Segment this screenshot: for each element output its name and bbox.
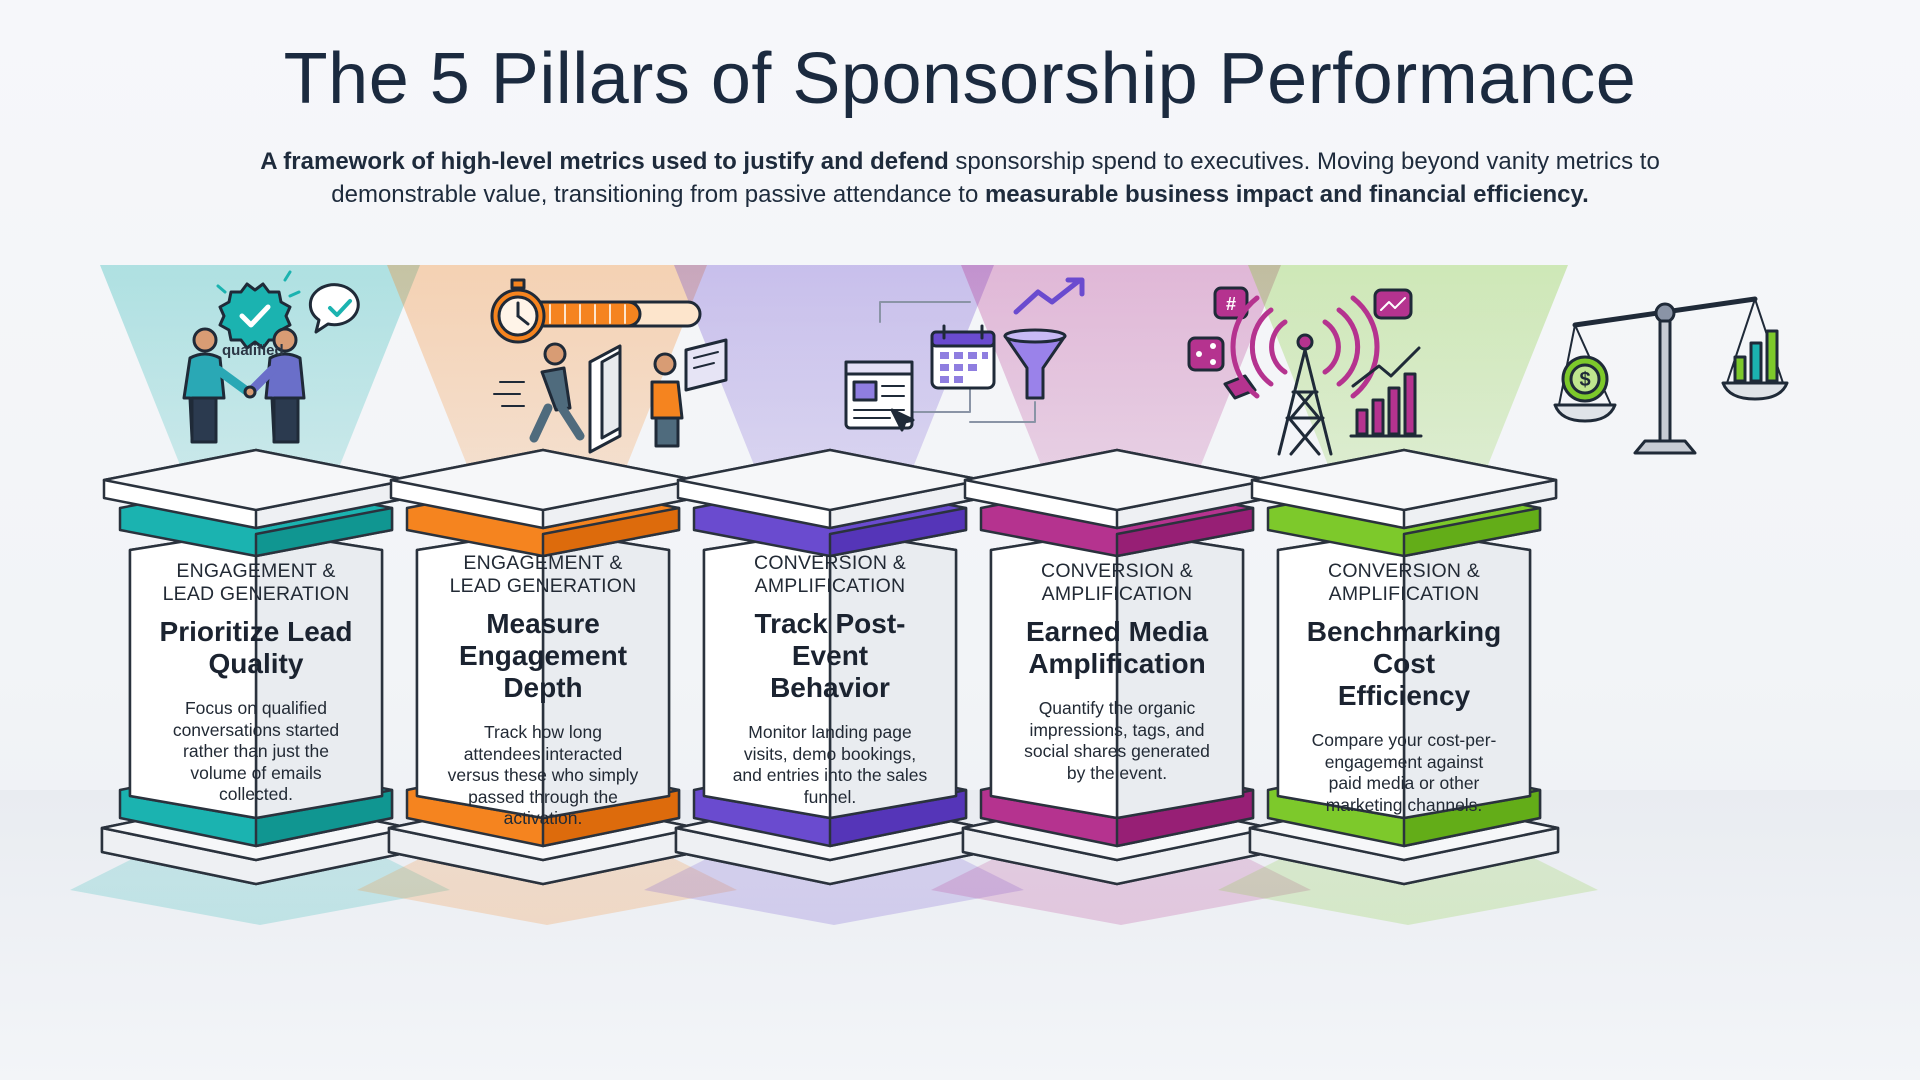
pillar-heading: Track Post-Event Behavior — [754, 608, 906, 703]
pillar-description: Track how long attendees interacted vers… — [447, 722, 639, 828]
pillar-description: Compare your cost-per-engagement against… — [1311, 730, 1497, 815]
pillar-structure — [961, 448, 1273, 886]
pillar-heading: Earned Media Amplification — [1025, 616, 1209, 679]
pillar-category: CONVERSION & AMPLIFICATION — [754, 552, 906, 597]
funnel-calendar-icon — [840, 272, 1090, 452]
pillar-category: CONVERSION & AMPLIFICATION — [1041, 560, 1193, 605]
pillar-text: CONVERSION & AMPLIFICATION Benchmarking C… — [1306, 560, 1502, 816]
page-subtitle: A framework of high-level metrics used t… — [230, 145, 1690, 211]
qualified-label: qualified — [222, 342, 284, 359]
pillar-structure — [387, 448, 699, 886]
pillar-heading: Prioritize Lead Quality — [159, 616, 353, 679]
pillar-text: CONVERSION & AMPLIFICATION Earned Media A… — [1019, 560, 1215, 784]
subtitle-bold-2: measurable business impact and financial… — [984, 181, 1589, 208]
pillar-structure — [674, 448, 986, 886]
pillar-category: ENGAGEMENT & LEAD GENERATION — [162, 560, 350, 605]
pillar-heading: Measure Engagement Depth — [458, 608, 628, 703]
handshake-qualified-icon: qualified — [170, 270, 390, 470]
pillar-description: Quantify the organic impressions, tags, … — [1024, 698, 1210, 783]
subtitle-bold-1: A framework of high-level metrics used t… — [260, 148, 949, 175]
pillar-3: CONVERSION & AMPLIFICATION Track Post-Eve… — [674, 448, 986, 1080]
pillar-text: ENGAGEMENT & LEAD GENERATION Prioritize L… — [158, 560, 354, 806]
pillar-text: CONVERSION & AMPLIFICATION Track Post-Eve… — [732, 552, 928, 808]
pillar-heading: Benchmarking Cost Efficiency — [1306, 616, 1502, 711]
pillar-5: CONVERSION & AMPLIFICATION Benchmarking C… — [1248, 448, 1560, 1080]
pillar-structure — [1248, 448, 1560, 886]
pillar-structure — [100, 448, 412, 886]
pillar-2: ENGAGEMENT & LEAD GENERATION Measure Enga… — [387, 448, 699, 1080]
svg-text:$: $ — [1579, 369, 1590, 391]
pillar-description: Monitor landing page visits, demo bookin… — [732, 722, 928, 807]
subtitle-text: sponsorship spend to executives. Moving … — [331, 148, 1660, 208]
pillar-text: ENGAGEMENT & LEAD GENERATION Measure Enga… — [445, 552, 641, 830]
balance-scale-icon: $ — [1553, 285, 1789, 465]
stopwatch-walkthrough-icon — [480, 272, 740, 462]
pillar-category: ENGAGEMENT & LEAD GENERATION — [449, 552, 637, 597]
pillar-4: CONVERSION & AMPLIFICATION Earned Media A… — [961, 448, 1273, 1080]
page-title: The 5 Pillars of Sponsorship Performance — [283, 39, 1637, 119]
pillar-description: Focus on qualified conversations started… — [172, 698, 340, 804]
svg-text:#: # — [1226, 294, 1236, 314]
pillar-category: CONVERSION & AMPLIFICATION — [1328, 560, 1480, 605]
pillar-1: ENGAGEMENT & LEAD GENERATION Prioritize L… — [100, 448, 412, 1080]
broadcast-tower-icon: # — [1185, 282, 1435, 462]
